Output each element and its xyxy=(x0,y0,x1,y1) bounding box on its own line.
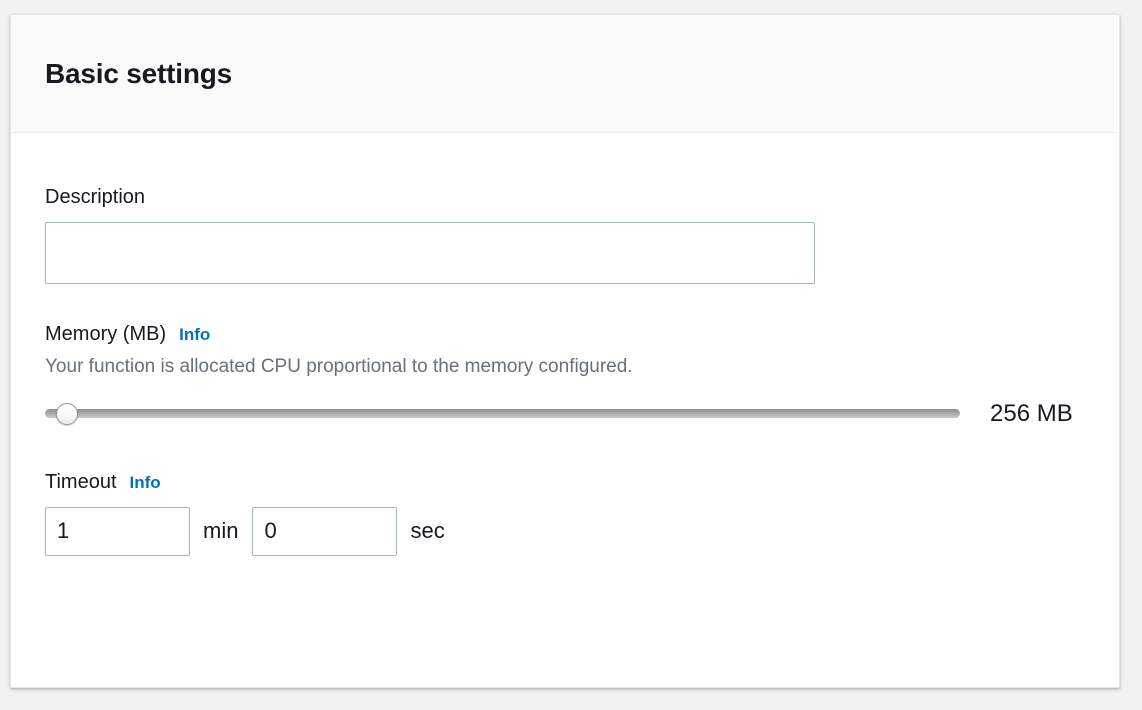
timeout-info-link[interactable]: Info xyxy=(129,472,161,492)
basic-settings-panel: Basic settings Description Memory (MB) I… xyxy=(10,14,1120,688)
timeout-minutes-unit: min xyxy=(203,518,239,544)
timeout-seconds-unit: sec xyxy=(410,518,445,544)
timeout-minutes-input[interactable] xyxy=(45,506,190,556)
description-label: Description xyxy=(45,185,1085,209)
timeout-seconds-input[interactable] xyxy=(252,506,398,556)
panel-header: Basic settings xyxy=(11,15,1119,133)
timeout-inputs-row: min sec xyxy=(45,506,1085,556)
page-title: Basic settings xyxy=(45,57,233,89)
description-section: Description xyxy=(45,185,1085,284)
timeout-section: Timeout Info min sec xyxy=(45,470,1085,556)
panel-body: Description Memory (MB) Info Your functi… xyxy=(11,133,1119,556)
memory-section: Memory (MB) Info Your function is alloca… xyxy=(45,322,1085,428)
memory-info-link[interactable]: Info xyxy=(179,325,211,344)
description-input[interactable] xyxy=(45,222,815,284)
description-label-text: Description xyxy=(45,186,146,208)
memory-helper-text: Your function is allocated CPU proportio… xyxy=(45,356,633,377)
timeout-label: Timeout Info xyxy=(45,470,1085,494)
memory-slider[interactable] xyxy=(45,402,960,425)
memory-value-label: 256 MB xyxy=(990,399,1073,427)
memory-slider-row: 256 MB xyxy=(45,400,1085,428)
memory-label-text: Memory (MB) xyxy=(45,323,167,345)
memory-label: Memory (MB) Info xyxy=(45,322,1085,346)
timeout-label-text: Timeout xyxy=(45,470,117,493)
